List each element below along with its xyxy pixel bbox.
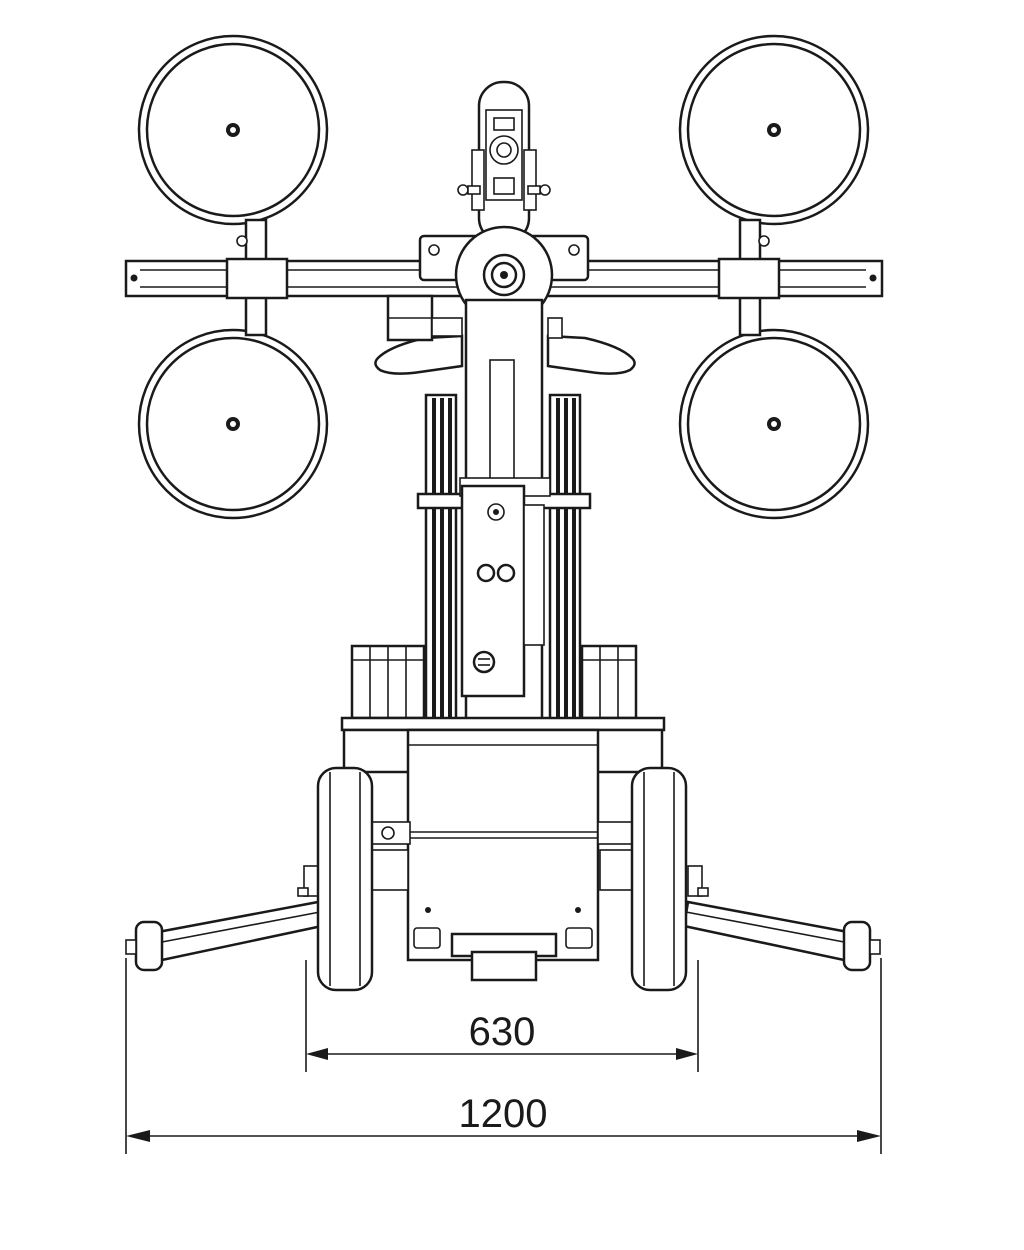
dimension-label-1200: 1200	[459, 1092, 548, 1136]
wheel-right	[630, 766, 688, 992]
suction-cup-bottom-left	[137, 328, 329, 520]
handle-right	[546, 317, 636, 375]
suction-cup-bottom-right	[678, 328, 870, 520]
outrigger-left	[125, 865, 324, 972]
suction-cup-top-left	[137, 34, 329, 226]
cylinder-left	[424, 393, 458, 722]
cylinder-right	[548, 393, 582, 722]
outrigger-right	[682, 865, 881, 972]
chassis	[340, 716, 666, 982]
dimension-overall-width: 1200	[125, 958, 882, 1154]
battery-pack-right	[580, 644, 638, 720]
dimension-wheel-track: 630	[305, 960, 699, 1072]
dimension-label-630: 630	[469, 1010, 536, 1054]
handle-left	[374, 294, 464, 375]
control-box	[460, 484, 545, 698]
suction-cup-top-right	[678, 34, 870, 226]
battery-pack-left	[350, 644, 426, 720]
wheel-left	[316, 766, 374, 992]
